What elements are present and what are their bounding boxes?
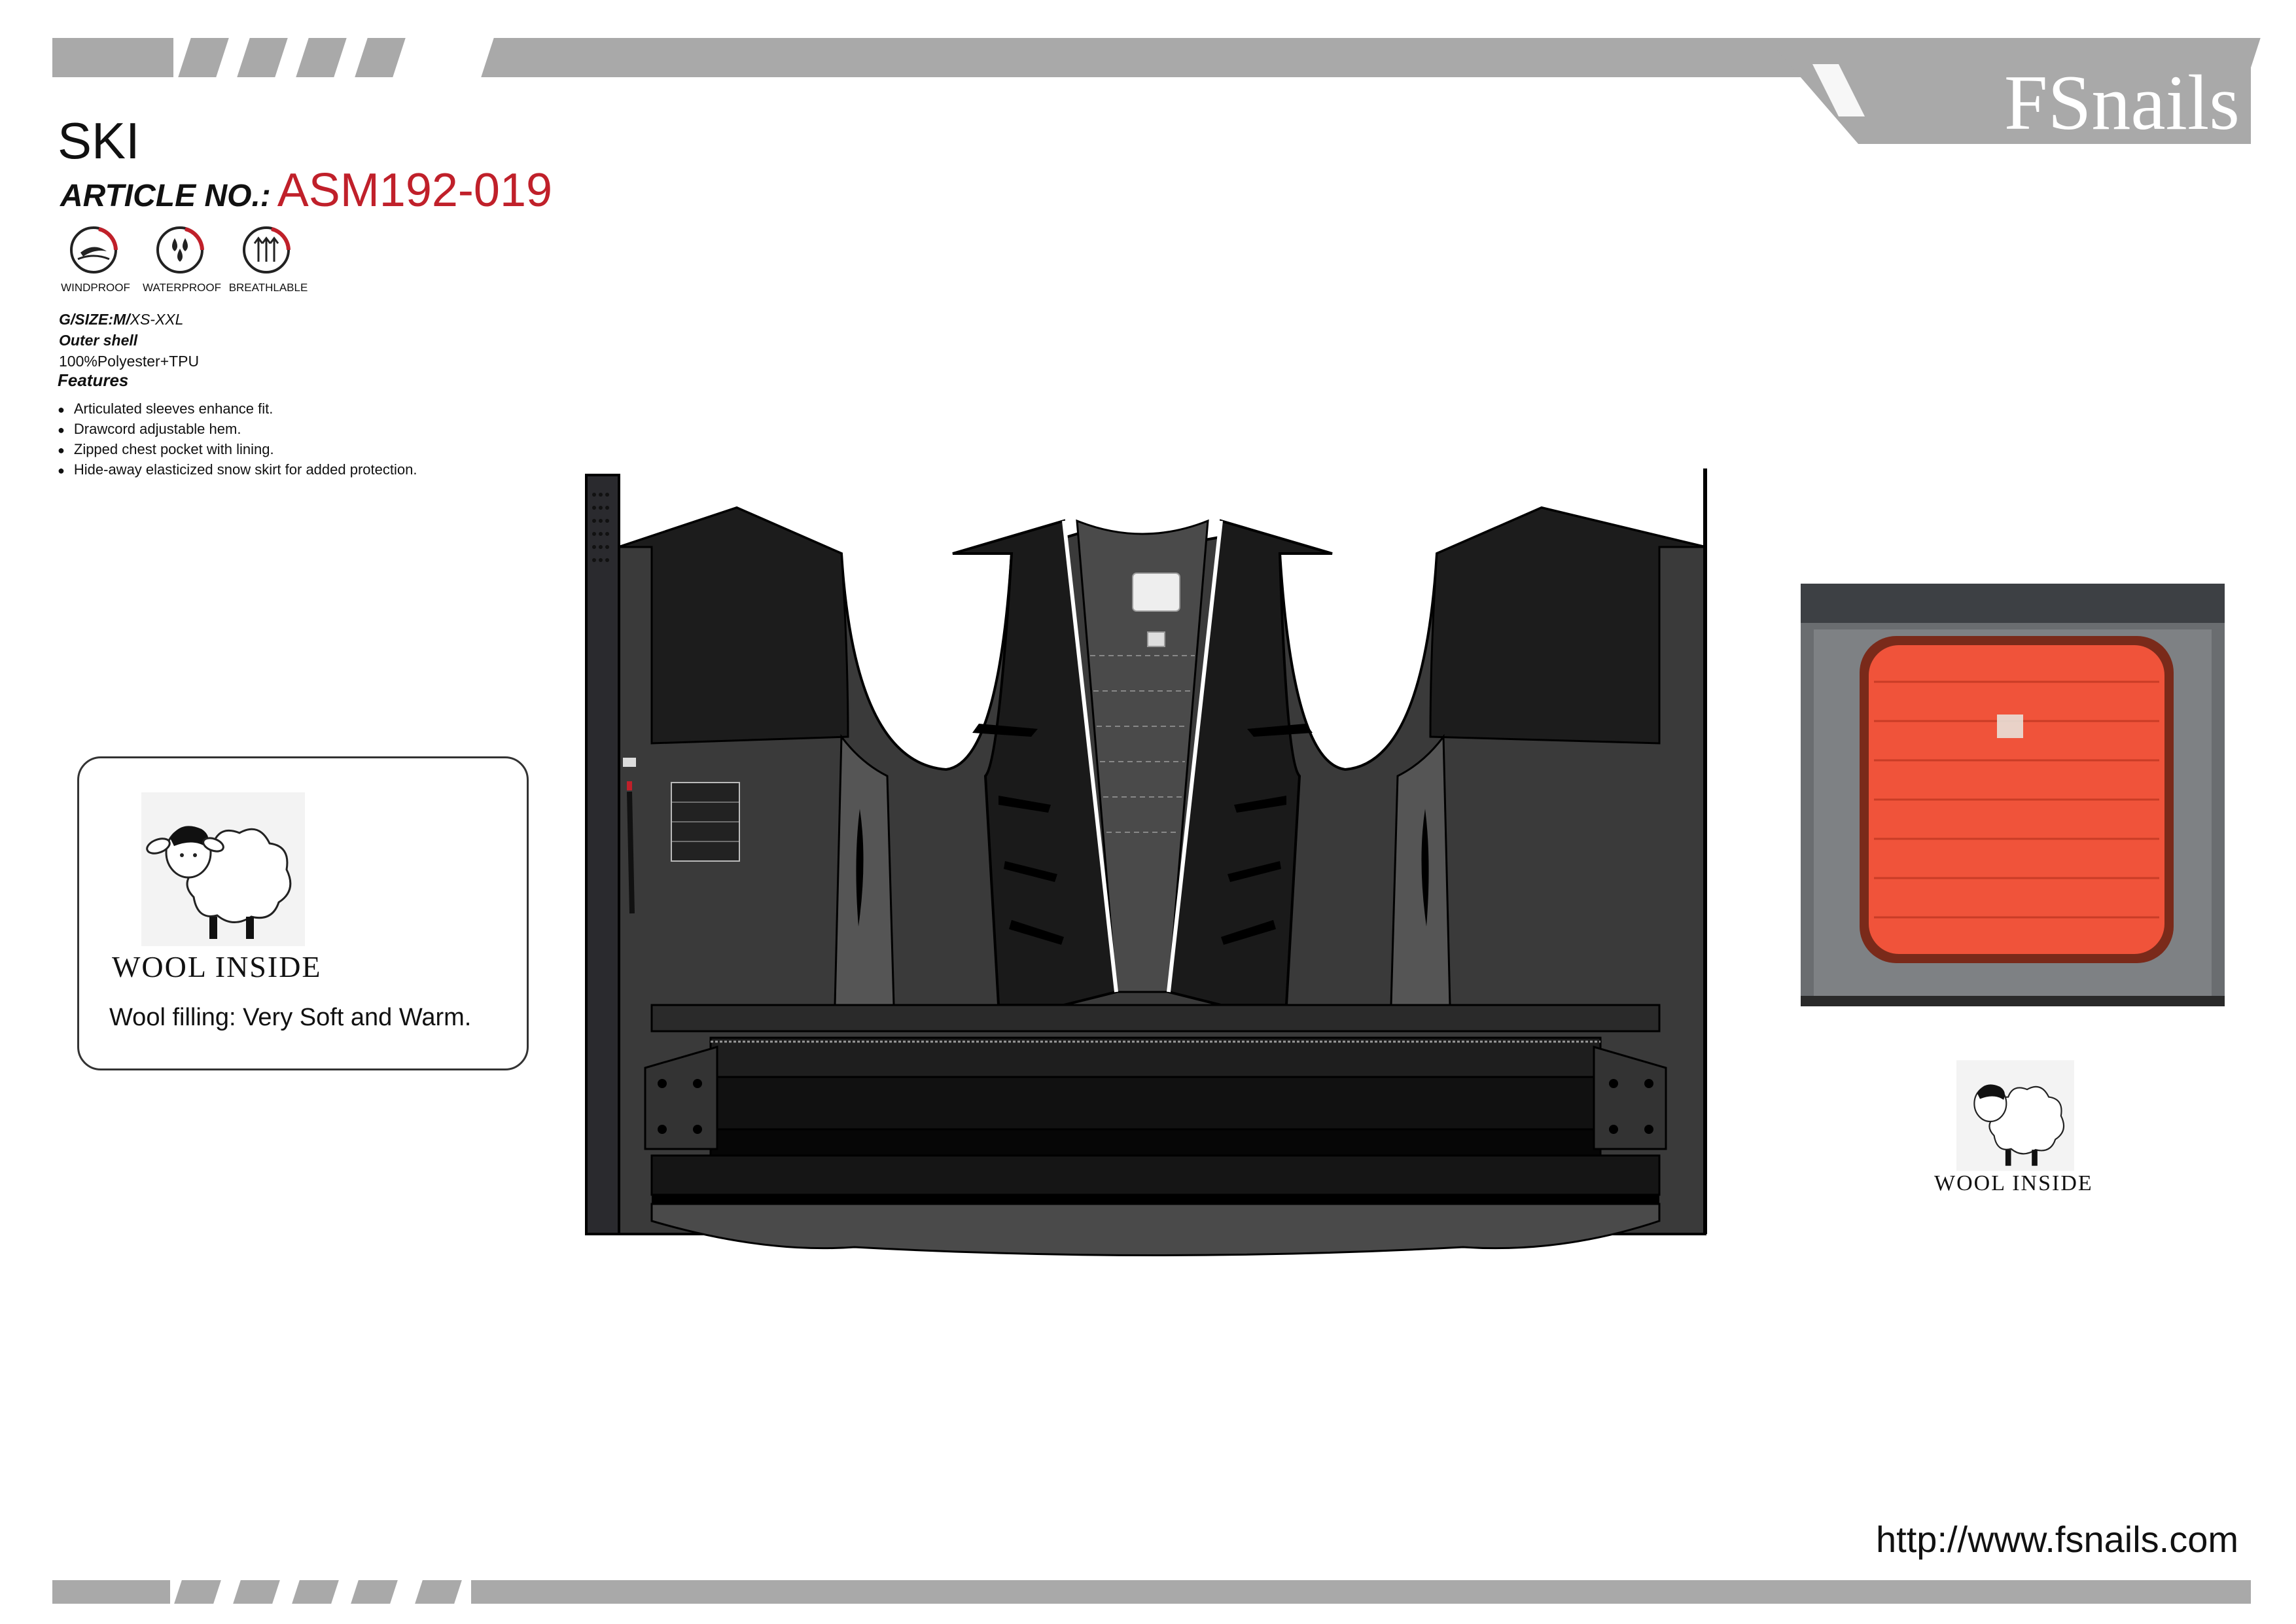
- article-code: ASM192-019: [277, 164, 553, 217]
- care-label: [671, 782, 740, 862]
- jacket-inside-drawing: [585, 468, 1707, 1256]
- wool-info-box: WOOL INSIDE Wool filling: Very Soft and …: [77, 756, 529, 1070]
- breathable-icon: [243, 226, 291, 274]
- brand-banner: [1767, 38, 2251, 144]
- feature-item: Drawcord adjustable hem.: [58, 419, 417, 440]
- zipper-pull: [623, 758, 636, 767]
- breathable-badge: BREATHLABLE: [229, 222, 308, 294]
- feature-item: Articulated sleeves enhance fit.: [58, 399, 417, 419]
- windproof-label: WINDPROOF: [61, 281, 130, 294]
- website-url[interactable]: http://www.fsnails.com: [1876, 1519, 2238, 1560]
- feature-item: Hide-away elasticized snow skirt for add…: [58, 460, 417, 480]
- article-number: ARTICLE NO.:ASM192-019: [60, 164, 552, 217]
- hanger-label: [1132, 573, 1180, 612]
- snow-skirt-snap-left: [644, 1046, 718, 1150]
- snow-skirt-snap-right: [1593, 1046, 1667, 1150]
- snow-skirt-band: [650, 1004, 1661, 1033]
- wool-insulation-photo: [1801, 584, 2225, 1006]
- brand-tag: [1147, 631, 1165, 647]
- size-label: G/SIZE:M/: [59, 311, 130, 328]
- breathable-label: BREATHLABLE: [228, 281, 308, 294]
- waterproof-badge: WATERPROOF: [143, 222, 221, 294]
- sheep-icon: [141, 792, 305, 946]
- shell-line: Outer shell: [59, 330, 199, 351]
- size-range: XS-XXL: [130, 311, 184, 328]
- brand-logo: FSnails: [2004, 59, 2240, 146]
- shell-label: Outer shell: [59, 332, 138, 349]
- article-label: ARTICLE NO.:: [60, 179, 271, 213]
- left-side-panel: [585, 474, 620, 1235]
- shell-value: 100%Polyester+TPU: [59, 353, 200, 370]
- feature-icons: WINDPROOF WATERPROOF BREATHLABLE: [61, 222, 308, 294]
- photo-wool-inside-text: WOOL INSIDE: [1934, 1171, 2093, 1195]
- wool-inside-logo-text: WOOL INSIDE: [112, 950, 322, 983]
- waterproof-icon: [156, 226, 204, 274]
- waterproof-label: WATERPROOF: [143, 281, 221, 294]
- spec-block: G/SIZE:M/XS-XXL Outer shell 100%Polyeste…: [59, 309, 199, 372]
- features-list: Articulated sleeves enhance fit. Drawcor…: [58, 399, 417, 480]
- windproof-icon: [70, 226, 118, 274]
- wool-description: Wool filling: Very Soft and Warm.: [109, 1004, 472, 1031]
- size-line: G/SIZE:M/XS-XXL: [59, 309, 199, 330]
- sheep-icon-small: [1956, 1060, 2074, 1171]
- features-title: Features: [58, 370, 129, 390]
- category-title: SKI: [58, 112, 140, 169]
- windproof-badge: WINDPROOF: [61, 222, 130, 294]
- feature-item: Zipped chest pocket with lining.: [58, 440, 417, 460]
